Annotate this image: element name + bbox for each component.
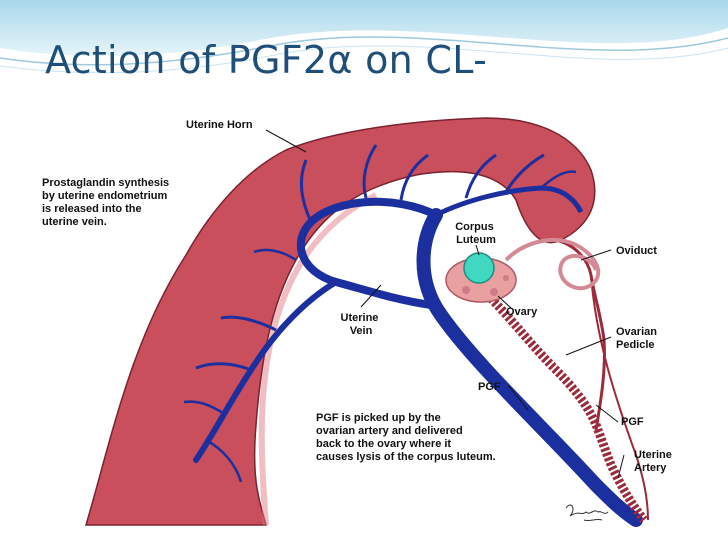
label-pgf-note: PGF is picked up by the ovarian artery a… [316, 412, 496, 463]
leader-lines [265, 129, 625, 479]
label-uterine-horn: Uterine Horn [186, 119, 253, 131]
label-ovary: Ovary [506, 306, 538, 318]
slide-title: Action of PGF2α on CL- [45, 38, 488, 82]
ovarian-artery [473, 281, 648, 523]
uterine-vein [416, 208, 643, 527]
artist-signature [565, 504, 609, 522]
label-ovarian-pedicle: Ovarian Pedicle [616, 326, 660, 351]
pgf-diagram: Uterine Horn Prostaglandin synthesis by … [42, 117, 675, 527]
oviduct [504, 238, 601, 291]
header-wave-decoration [0, 0, 728, 74]
corpus-luteum [463, 252, 495, 284]
label-prostaglandin: Prostaglandin synthesis by uterine endom… [42, 177, 172, 228]
label-pgf-left: PGF [478, 381, 501, 393]
label-oviduct: Oviduct [616, 245, 657, 257]
label-pgf-right: PGF [621, 416, 644, 428]
label-corpus-luteum: Corpus Luteum [455, 221, 497, 246]
label-uterine-artery: Uterine Artery [634, 449, 675, 474]
uterine-horn-shape [84, 117, 596, 526]
label-uterine-vein: Uterine Vein [341, 312, 382, 337]
